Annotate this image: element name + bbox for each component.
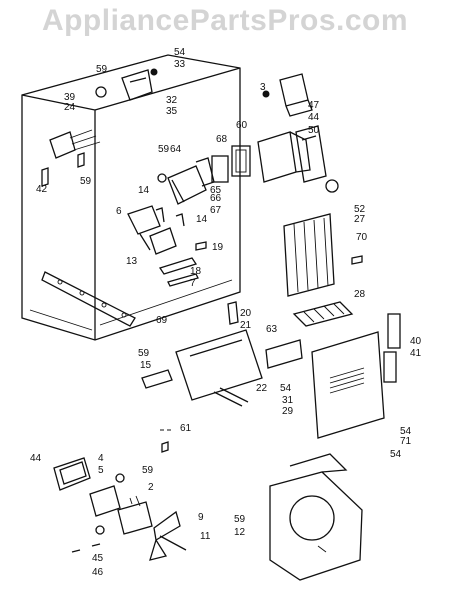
part-39-24-switch bbox=[41, 129, 101, 187]
part-28-grille bbox=[292, 301, 354, 327]
watermark: AppliancePartsPros.com bbox=[41, 4, 409, 37]
callout-52: 52 bbox=[354, 204, 366, 215]
callout-14: 14 bbox=[138, 185, 150, 196]
part-50-bracket bbox=[295, 125, 327, 183]
callout-54: 54 bbox=[174, 47, 186, 58]
callout-40: 40 bbox=[410, 336, 422, 347]
callout-24: 24 bbox=[64, 102, 76, 113]
callout-65: 65 bbox=[210, 185, 222, 196]
part-21-drain-trough bbox=[141, 301, 263, 401]
callout-31: 31 bbox=[282, 395, 294, 406]
part-47-bracket bbox=[262, 73, 313, 117]
callout-33: 33 bbox=[174, 59, 186, 70]
part-18-19-7-clips bbox=[158, 241, 207, 287]
callout-68: 68 bbox=[216, 134, 228, 145]
part-70-screw bbox=[351, 255, 363, 265]
callout-44: 44 bbox=[308, 112, 320, 123]
callout-11: 11 bbox=[200, 531, 211, 542]
callout-28: 28 bbox=[354, 289, 366, 300]
callout-19: 19 bbox=[212, 242, 224, 253]
callout-59: 59 bbox=[234, 514, 246, 525]
part-12-fan-shroud bbox=[269, 453, 363, 581]
callout-4: 4 bbox=[98, 453, 104, 464]
part-68-65-frame bbox=[211, 145, 251, 183]
callout-54: 54 bbox=[390, 449, 402, 460]
callout-71: 71 bbox=[400, 436, 412, 447]
callout-3: 3 bbox=[260, 82, 266, 93]
callout-59: 59 bbox=[96, 64, 108, 75]
callout-59: 59 bbox=[142, 465, 154, 476]
part-59-33-54-top bbox=[95, 68, 158, 101]
callout-46: 46 bbox=[92, 567, 104, 578]
callout-2: 2 bbox=[148, 482, 154, 493]
callout-59: 59 bbox=[138, 348, 150, 359]
callout-54: 54 bbox=[400, 426, 412, 437]
part-2-motor bbox=[117, 495, 153, 535]
part-40-41-blocks bbox=[383, 313, 401, 383]
callout-18: 18 bbox=[190, 266, 202, 277]
callout-35: 35 bbox=[166, 106, 178, 117]
callout-66: 66 bbox=[210, 193, 222, 204]
callout-67: 67 bbox=[210, 205, 222, 216]
part-31-cover bbox=[311, 331, 385, 439]
callout-6: 6 bbox=[116, 206, 122, 217]
part-63-shield bbox=[265, 339, 303, 369]
callout-29: 29 bbox=[282, 406, 294, 417]
callout-39: 39 bbox=[64, 92, 76, 103]
callout-42: 42 bbox=[36, 184, 48, 195]
part-69-plate bbox=[41, 271, 136, 327]
callout-69: 69 bbox=[156, 315, 168, 326]
part-64-damper bbox=[157, 157, 215, 205]
callout-59: 59 bbox=[158, 144, 170, 155]
callout-50: 50 bbox=[308, 125, 320, 136]
callout-12: 12 bbox=[234, 527, 246, 538]
callout-54: 54 bbox=[280, 383, 292, 394]
callout-21: 21 bbox=[240, 320, 252, 331]
part-27-heater bbox=[283, 213, 335, 297]
part-6-13-bracket bbox=[127, 205, 185, 255]
part-9-fan-blade bbox=[149, 510, 187, 561]
callout-7: 7 bbox=[190, 278, 196, 289]
part-4-5-gasket bbox=[53, 457, 125, 517]
callout-70: 70 bbox=[356, 232, 368, 243]
callout-20: 20 bbox=[240, 308, 252, 319]
callout-22: 22 bbox=[256, 383, 268, 394]
callout-44: 44 bbox=[30, 453, 42, 464]
callout-41: 41 bbox=[410, 348, 422, 359]
part-61-screws bbox=[160, 429, 172, 453]
callout-63: 63 bbox=[266, 324, 278, 335]
part-52-knob bbox=[325, 179, 339, 193]
callout-5: 5 bbox=[98, 465, 104, 476]
callout-61: 61 bbox=[180, 423, 192, 434]
cabinet-frame bbox=[21, 54, 241, 341]
callout-59: 59 bbox=[80, 176, 92, 187]
callout-14: 14 bbox=[196, 214, 208, 225]
callout-13: 13 bbox=[126, 256, 138, 267]
callout-64: 64 bbox=[170, 144, 182, 155]
callout-32: 32 bbox=[166, 95, 178, 106]
callout-47: 47 bbox=[308, 100, 320, 111]
callout-45: 45 bbox=[92, 553, 104, 564]
part-22-tube bbox=[213, 387, 249, 407]
callout-27: 27 bbox=[354, 214, 366, 225]
part-60-housing bbox=[257, 131, 311, 183]
callout-15: 15 bbox=[140, 360, 152, 371]
part-45-46-screws bbox=[71, 525, 105, 553]
callout-60: 60 bbox=[236, 120, 248, 131]
callout-9: 9 bbox=[198, 512, 204, 523]
